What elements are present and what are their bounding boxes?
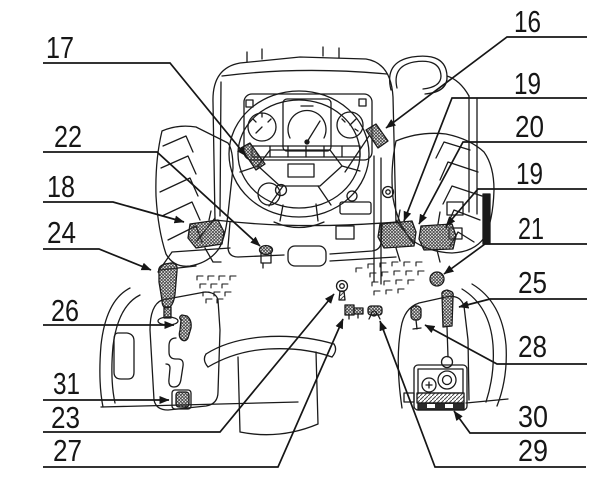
callout-29: 29 [379,320,586,468]
gear-shift-knob [157,262,179,326]
callout-24-label: 24 [47,215,76,250]
right-fender [461,283,507,407]
callout-18: 18 [43,169,185,224]
speedometer [282,98,332,152]
callout-27: 27 [43,318,344,468]
callout-17: 17 [43,30,247,157]
callout-30: 30 [453,399,586,434]
callout-19b: 19 [445,156,587,227]
callout-20: 20 [418,109,587,225]
callout-28-label: 28 [518,329,547,364]
callout-25: 25 [458,265,587,309]
brake-pedal-left [377,209,417,262]
left-column-lever [240,142,266,171]
callout-27-label: 27 [53,433,82,468]
right-console [397,295,470,409]
callout-26-label: 26 [51,293,79,328]
callout-21-label: 21 [518,211,544,246]
console-tray [287,245,327,267]
right-post [335,95,491,285]
right-gauge [336,111,364,139]
key-switch [335,279,349,301]
callout-21: 21 [443,211,587,275]
callout-31-label: 31 [53,366,80,401]
left-console [149,291,221,411]
floor-mat-marks [196,261,425,304]
right-column-lever [344,123,389,173]
callout-19a-label: 19 [514,66,541,101]
floor-push-knob [429,271,445,287]
floor-connector [344,304,364,320]
callout-29-label: 29 [518,433,548,468]
clutch-pedal [187,210,225,263]
callout-26: 26 [43,293,175,329]
left-floor-knob [258,244,274,269]
seat [203,335,337,436]
callout-16: 16 [385,4,587,129]
left-fender [99,287,141,408]
console-box [403,364,468,411]
callout-23: 23 [43,293,335,435]
brake-pedal-right [418,211,457,263]
callout-19a: 19 [403,66,587,222]
callout-22: 22 [43,119,261,247]
callout-20-label: 20 [515,109,544,144]
console-side-lever [178,314,192,342]
console-lower-switch [171,389,192,410]
callout-18-label: 18 [47,169,75,204]
callout-19b-label: 19 [516,156,543,191]
floor-fitting [367,305,383,320]
callout-22-label: 22 [54,119,82,154]
callout-28: 28 [424,324,587,365]
callout-17-label: 17 [46,30,74,65]
callout-31: 31 [43,366,170,404]
callout-23-label: 23 [51,400,80,435]
callout-25-label: 25 [518,265,547,300]
small-console-lever [410,305,422,330]
floor-platform [100,221,509,408]
grab-handle [389,55,470,97]
callout-24: 24 [43,215,152,271]
hand-control-lever [440,289,454,369]
callout-16-label: 16 [514,4,541,39]
callout-30-label: 30 [518,399,548,434]
